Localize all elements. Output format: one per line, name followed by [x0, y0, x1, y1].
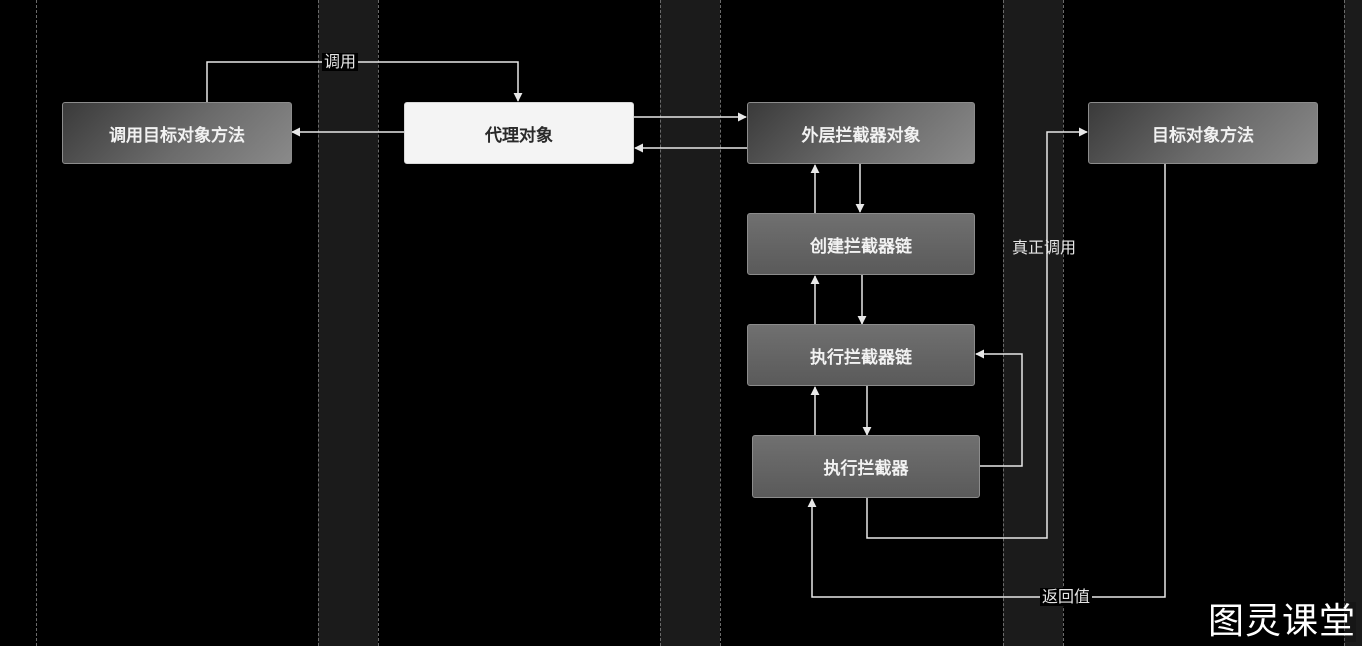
execute-interceptor-chain-node: 执行拦截器链 — [747, 324, 975, 386]
lane-separator — [36, 0, 37, 646]
swimlane-band — [1344, 0, 1362, 646]
target-object-method-node: 目标对象方法 — [1088, 102, 1318, 164]
create-interceptor-chain-node: 创建拦截器链 — [747, 213, 975, 275]
invoke-label: 调用 — [322, 52, 359, 71]
execute-interceptor-node: 执行拦截器 — [752, 435, 980, 498]
lane-separator — [318, 0, 319, 646]
lane-separator — [660, 0, 661, 646]
return-value-label: 返回值 — [1040, 587, 1093, 606]
real-invoke-label: 真正调用 — [1012, 238, 1077, 257]
interceptor-loop-arrow — [975, 349, 1023, 467]
swimlane-band — [318, 0, 378, 646]
lane-separator — [720, 0, 721, 646]
return-value-arrow — [807, 164, 1166, 598]
lane-separator — [1344, 0, 1345, 646]
call-target-method-node: 调用目标对象方法 — [62, 102, 292, 164]
real-invoke-arrow — [866, 127, 1088, 539]
lane-separator — [1063, 0, 1064, 646]
invoke-loop-arrow — [206, 61, 523, 102]
brand-watermark: 图灵课堂 — [1207, 601, 1356, 642]
outer-interceptor-node: 外层拦截器对象 — [747, 102, 975, 164]
swimlane-band — [660, 0, 720, 646]
lane-separator — [378, 0, 379, 646]
lane-separator — [1003, 0, 1004, 646]
proxy-object-node: 代理对象 — [404, 102, 634, 164]
